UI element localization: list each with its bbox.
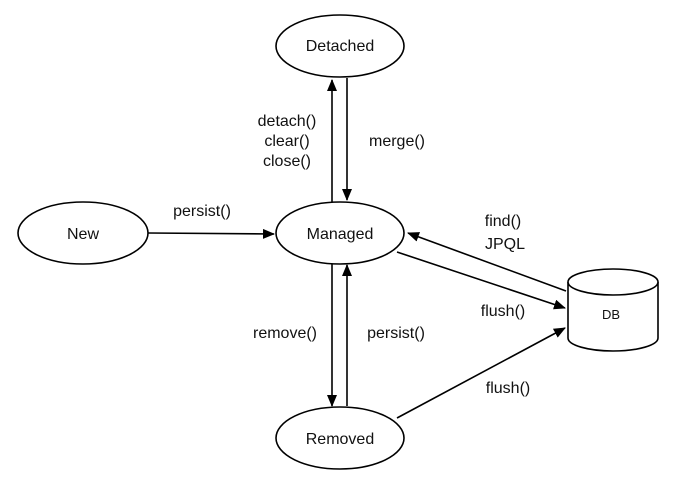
label-merge: merge() <box>369 133 425 150</box>
label-find: find() <box>485 213 521 230</box>
node-removed: Removed <box>275 406 405 470</box>
edge-new-to-managed <box>147 228 275 239</box>
node-new-label: New <box>67 226 99 243</box>
label-flush-managed: flush() <box>481 303 525 320</box>
node-managed: Managed <box>275 201 405 265</box>
node-db: DB <box>567 268 659 352</box>
label-flush-removed: flush() <box>486 380 530 397</box>
label-close: close() <box>263 153 311 170</box>
label-remove: remove() <box>253 325 317 342</box>
node-managed-label: Managed <box>307 226 374 243</box>
label-clear: clear() <box>264 133 309 150</box>
node-detached: Detached <box>275 14 405 78</box>
node-removed-label: Removed <box>306 431 374 448</box>
edge-removed-to-db <box>396 327 566 419</box>
label-persist-new: persist() <box>173 203 231 220</box>
label-jpql: JPQL <box>485 236 525 253</box>
edge-db-to-managed <box>407 232 567 292</box>
label-detach: detach() <box>258 113 317 130</box>
edge-managed-to-db <box>396 251 566 310</box>
label-persist-removed: persist() <box>367 325 425 342</box>
node-db-label: DB <box>602 307 620 322</box>
node-new: New <box>17 201 149 265</box>
node-detached-label: Detached <box>306 38 375 55</box>
